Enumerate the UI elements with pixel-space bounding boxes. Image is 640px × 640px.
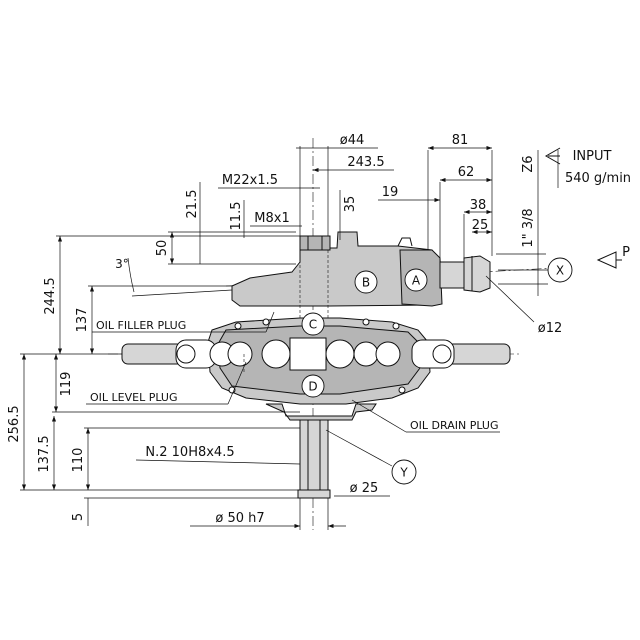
svg-text:D: D (308, 380, 317, 394)
dim-m8: M8x1 (254, 211, 289, 226)
dim-d12: ø12 (538, 321, 563, 336)
marker-x: X (547, 257, 573, 283)
dimension-lines (20, 145, 559, 530)
dim-137-5: 137.5 (37, 435, 52, 472)
dim-256-5: 256.5 (7, 405, 22, 442)
dim-110: 110 (71, 448, 86, 473)
input-label: INPUT (573, 149, 612, 164)
dim-35: 35 (343, 196, 358, 213)
marker-b: B (354, 270, 378, 294)
svg-text:Y: Y (399, 466, 408, 480)
dim-angle: 3° (115, 257, 129, 271)
dim-62: 62 (458, 165, 475, 180)
p-label: P (622, 245, 630, 260)
dim-5: 5 (71, 513, 86, 521)
dim-243-5: 243.5 (347, 155, 384, 170)
oil-drain-plug-label: OIL DRAIN PLUG (410, 419, 498, 432)
dim-25-top: 25 (472, 218, 489, 233)
input-rpm: 540 g/min (565, 171, 631, 186)
dim-19: 19 (382, 185, 399, 200)
dim-244-5: 244.5 (43, 277, 58, 314)
marker-a: A (404, 268, 428, 292)
svg-text:C: C (309, 318, 317, 332)
oil-level-plug-label: OIL LEVEL PLUG (90, 391, 178, 404)
svg-text:A: A (412, 274, 421, 288)
dim-81: 81 (452, 133, 469, 148)
dim-11-5: 11.5 (229, 202, 244, 231)
dim-38: 38 (470, 198, 487, 213)
marker-y: Y (391, 459, 417, 485)
dim-spline: N.2 10H8x4.5 (145, 445, 234, 460)
svg-text:B: B (362, 276, 370, 290)
marker-c: C (301, 312, 325, 336)
dim-d44: ø44 (340, 133, 365, 148)
input-arrow-icon (544, 147, 561, 165)
dim-m22: M22x1.5 (222, 173, 278, 188)
dim-119: 119 (59, 372, 74, 397)
dim-50: 50 (155, 240, 170, 257)
marker-d: D (301, 374, 325, 398)
dim-phi-50-h7: ø 50 h7 (215, 511, 264, 526)
oil-filler-plug-label: OIL FILLER PLUG (96, 319, 186, 332)
gearbox-housing (121, 231, 511, 499)
svg-text:X: X (556, 264, 564, 278)
dim-z6: Z6 (521, 155, 536, 172)
dim-21-5: 21.5 (185, 190, 200, 219)
dim-1-3-8: 1" 3/8 (521, 208, 536, 247)
dim-137: 137 (75, 308, 90, 333)
dim-phi-25: ø 25 (350, 481, 379, 496)
p-arrow-icon (596, 251, 617, 269)
